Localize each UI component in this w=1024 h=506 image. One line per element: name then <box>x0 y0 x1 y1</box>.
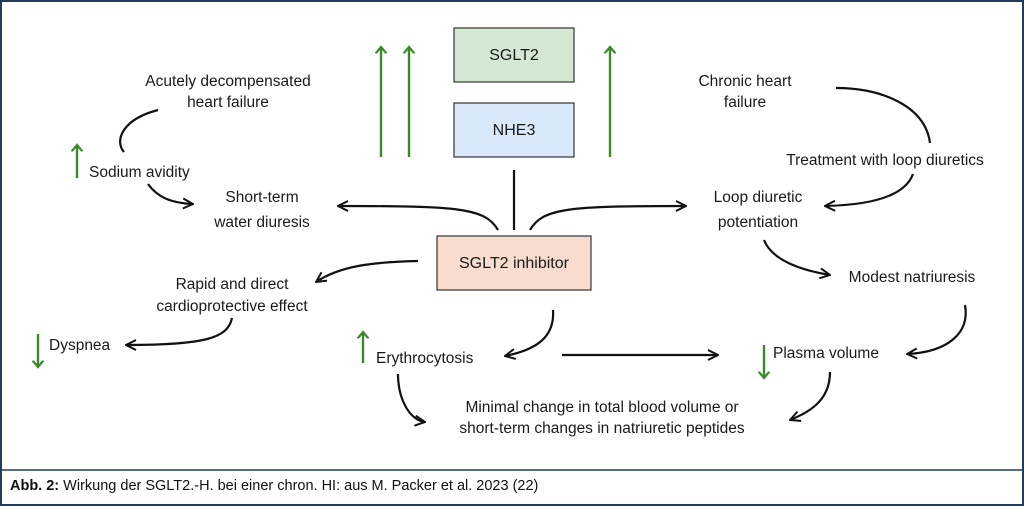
nhe3-label: NHE3 <box>493 122 536 139</box>
chronic-hf-label-line2: failure <box>724 94 766 111</box>
inhibitor-to-erythrocytosis-arrow <box>505 309 555 356</box>
cardioprotective-label-line2: cardioprotective effect <box>156 298 308 315</box>
chronic-hf-to-treatment-connector <box>835 86 932 144</box>
figure-caption: Abb. 2: Wirkung der SGLT2.-H. bei einer … <box>10 478 538 494</box>
acute-hf-to-sodium-connector <box>119 108 159 153</box>
treatment-to-loop-potentiation-arrow <box>825 173 915 206</box>
erythrocytosis-label: Erythrocytosis <box>376 350 474 367</box>
cardioprotective-to-dyspnea-arrow <box>126 317 234 345</box>
sglt2-inhibitor-label: SGLT2 inhibitor <box>459 255 570 272</box>
plasma-volume-label: Plasma volume <box>773 345 879 362</box>
natriuresis-to-plasma-volume-arrow <box>907 304 967 354</box>
sglt2-inhibitor-box <box>436 235 592 291</box>
minimal-change-label-line2: short-term changes in natriuretic peptid… <box>459 420 744 437</box>
erythrocytosis-to-minimal-change-arrow <box>396 373 425 422</box>
sodium-avidity-label: Sodium avidity <box>89 164 190 181</box>
loop-diuretic-label-line2: potentiation <box>718 214 798 231</box>
sodium-to-water-diuresis-arrow <box>147 183 193 204</box>
acute-hf-label-line2: heart failure <box>187 94 269 111</box>
inhibitor-to-water-diuresis-arrow <box>338 206 499 231</box>
short-term-label-line1: Short-term <box>225 189 298 206</box>
sglt2-box <box>453 27 575 83</box>
sglt2-label: SGLT2 <box>489 47 539 64</box>
cardioprotective-label-line1: Rapid and direct <box>176 276 290 293</box>
minimal-change-label-line1: Minimal change in total blood volume or <box>465 399 738 416</box>
loop-diuretic-label-line1: Loop diuretic <box>714 189 803 206</box>
modest-natriuresis-label: Modest natriuresis <box>849 269 976 286</box>
acute-hf-label-line1: Acutely decompensated <box>145 73 310 90</box>
chronic-hf-label-line1: Chronic heart <box>698 73 792 90</box>
dyspnea-label: Dyspnea <box>49 337 111 354</box>
short-term-label-line2: water diuresis <box>213 214 310 231</box>
inhibitor-to-cardioprotective-arrow <box>316 259 419 282</box>
loop-diuretics-treatment-label: Treatment with loop diuretics <box>786 152 984 169</box>
caption-text: Wirkung der SGLT2.-H. bei einer chron. H… <box>59 478 539 494</box>
nhe3-box <box>453 102 575 158</box>
loop-potentiation-to-natriuresis-arrow <box>762 239 830 275</box>
plasma-volume-to-minimal-change-arrow <box>790 371 832 420</box>
inhibitor-to-loop-potentiation-arrow <box>529 206 686 231</box>
caption-prefix: Abb. 2: <box>10 478 60 494</box>
